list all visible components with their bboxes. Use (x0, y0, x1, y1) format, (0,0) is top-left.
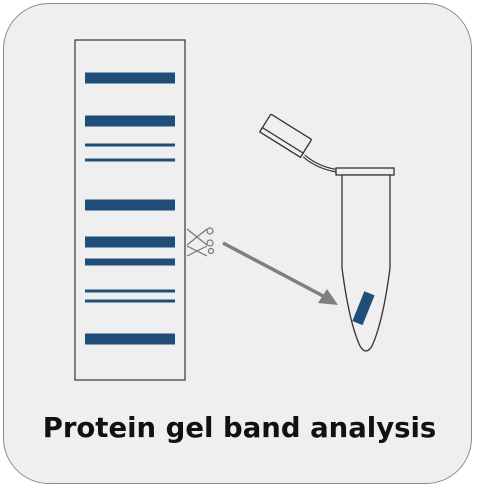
gel-band-7 (85, 258, 175, 266)
gel-band-4 (85, 158, 175, 162)
gel-band-3 (85, 143, 175, 147)
gel-band-8 (85, 289, 175, 293)
gel-band-5 (85, 199, 175, 211)
gel-band-9 (85, 299, 175, 303)
gel-band-2 (85, 115, 175, 127)
gel-band-10 (85, 333, 175, 345)
excised-band (352, 291, 375, 326)
gel-band-1 (85, 72, 175, 84)
gel-bands (85, 72, 175, 345)
microcentrifuge-tube-icon (258, 113, 395, 352)
gel-lane (74, 39, 186, 381)
caption: Protein gel band analysis (42, 412, 437, 444)
arrow-icon (222, 241, 338, 305)
scissors-icon (186, 227, 215, 257)
gel-band-6 (85, 236, 175, 248)
